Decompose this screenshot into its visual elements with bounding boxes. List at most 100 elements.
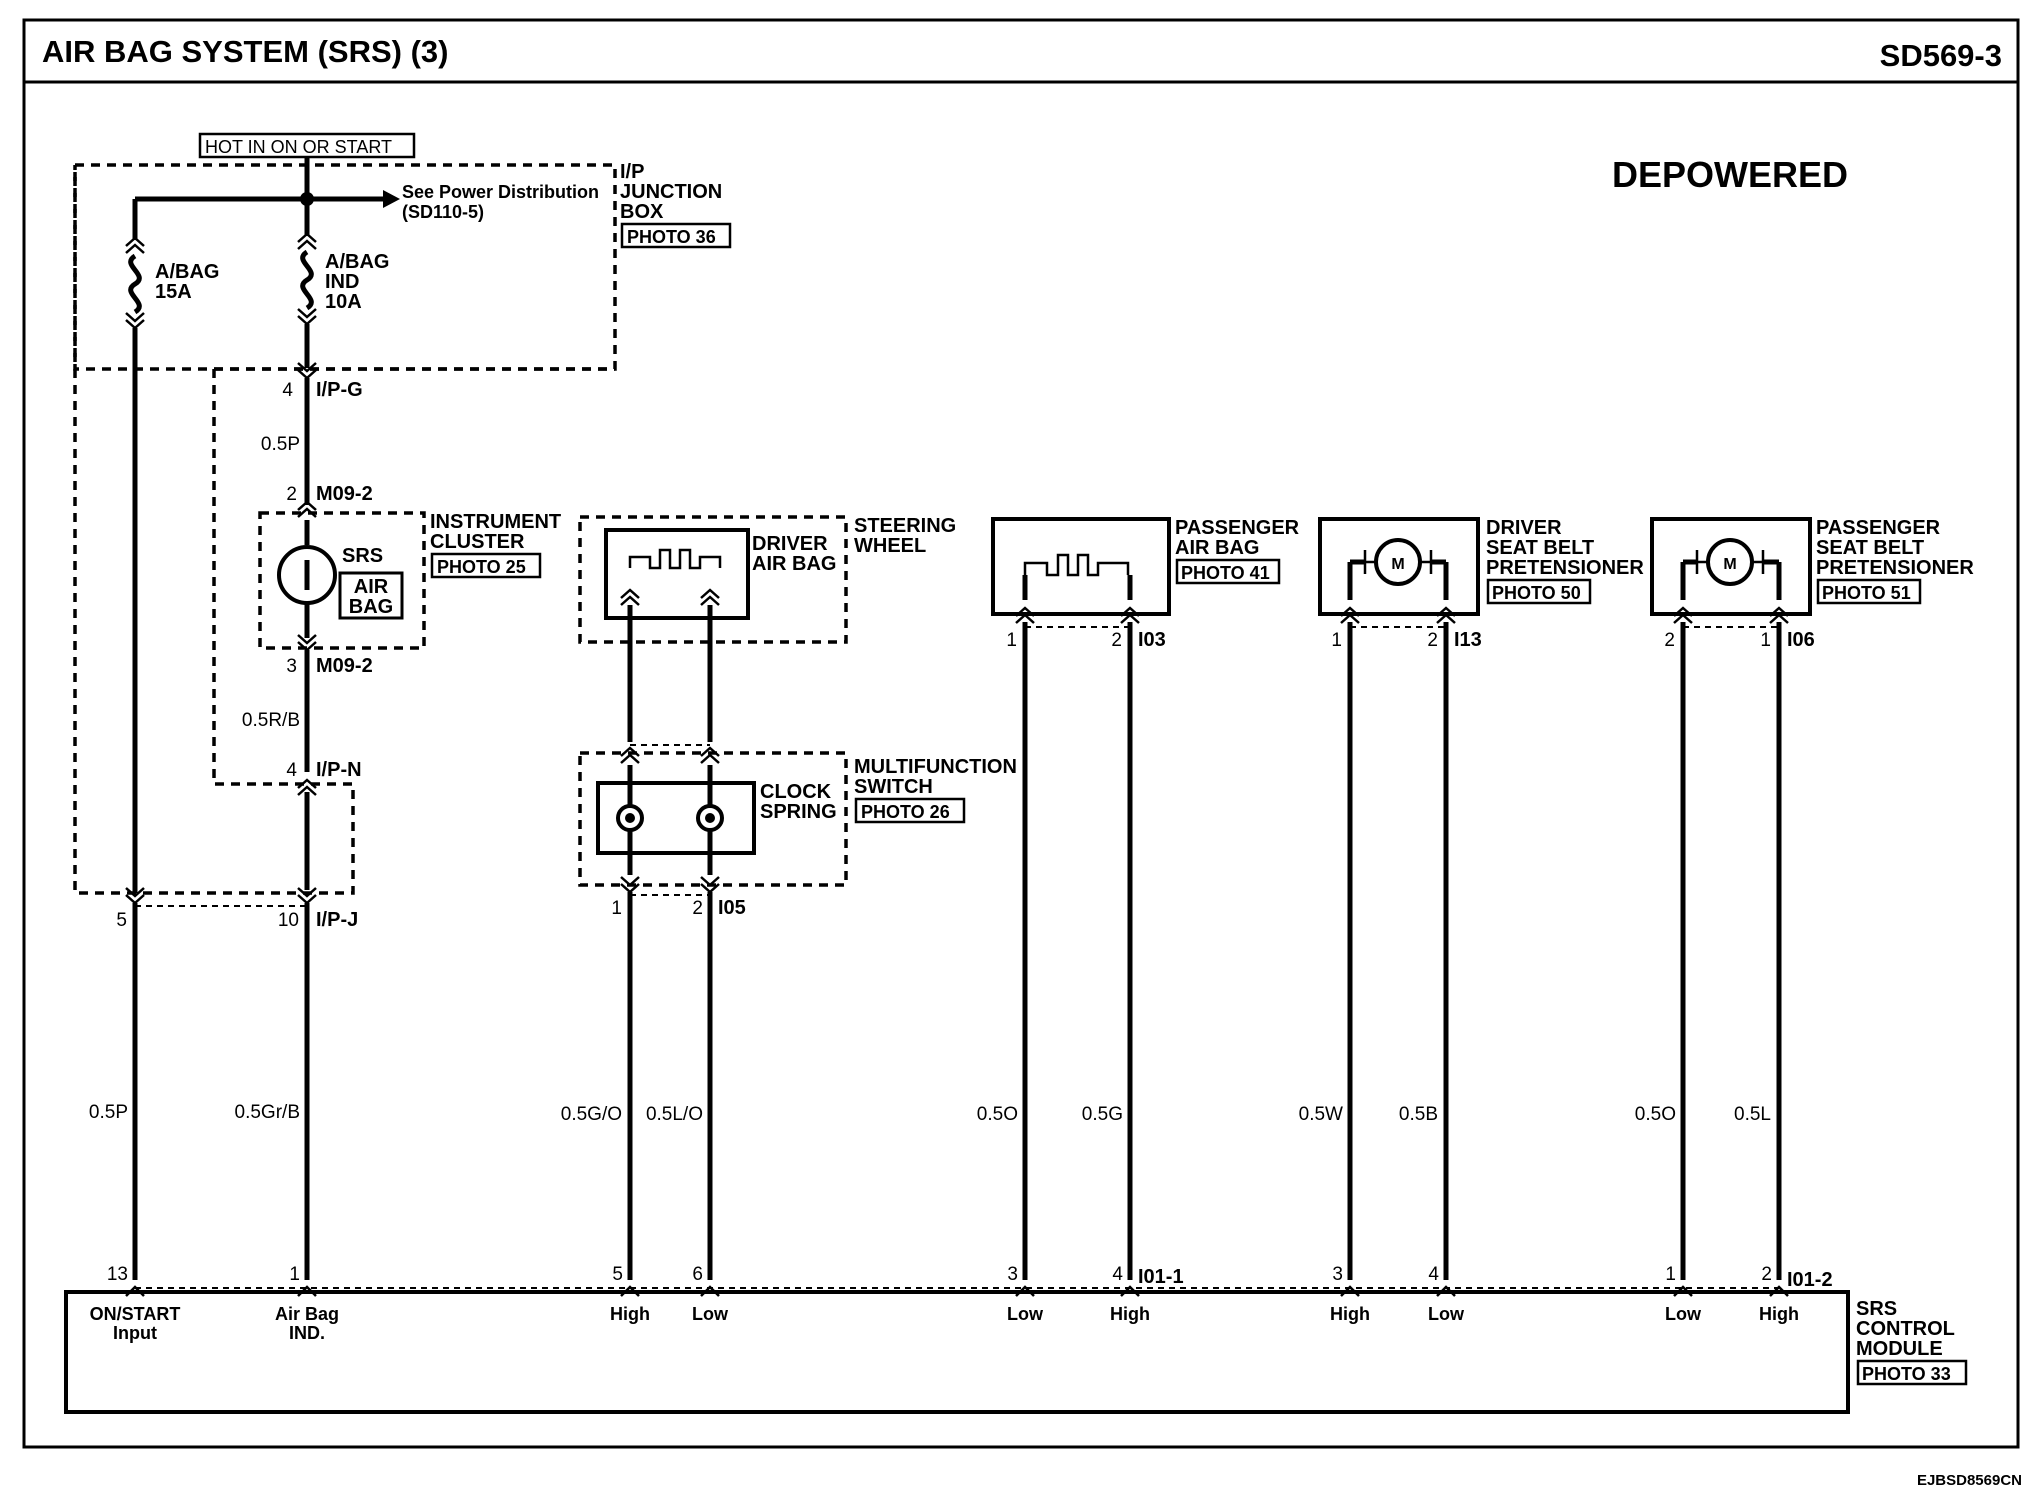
wire-dpt-low: 0.5B [1399,1104,1438,1125]
wire-on-start: 0.5P [89,1102,128,1123]
connector-ipn-name: I/P-N [316,759,362,781]
connector-i06-pin-a: 2 [1664,630,1675,651]
connector-i13-pin-a: 1 [1331,630,1342,651]
svg-text:PHOTO 41: PHOTO 41 [1181,563,1270,583]
wire-ppt-high: 0.5L [1734,1104,1771,1125]
connector-i05-pin-b: 2 [692,898,703,919]
svg-text:DRIVER: DRIVER [1486,517,1562,539]
control-module-pin-label: Low [1428,1304,1465,1324]
arrow-right-icon [383,190,400,208]
svg-text:CLOCK: CLOCK [760,781,832,803]
wire-driver-low: 0.5L/O [646,1104,703,1125]
svg-text:PHOTO 26: PHOTO 26 [861,802,950,822]
instrument-cluster: 2 M09-2 SRS AIR BAG 3 M09-2 INSTRUMENT C… [258,483,561,677]
control-module-pin-number: 3 [1007,1264,1018,1285]
svg-text:SRS: SRS [342,545,383,567]
control-module-pin-number: 4 [1112,1264,1123,1285]
control-module-pin-number: 13 [107,1264,128,1285]
footer-code: EJBSD8569CN [1917,1472,2022,1489]
wire-driver-high: 0.5G/O [561,1104,622,1125]
svg-text:PASSENGER: PASSENGER [1175,517,1300,539]
connector-i06-pin-b: 1 [1760,630,1771,651]
junction-box-border-lower [73,165,355,895]
svg-text:10A: 10A [325,291,362,313]
fuse-abag-15a: A/BAG 15A [124,199,219,893]
control-module-pin-label: Low [1007,1304,1044,1324]
see-power-ref-code: (SD110-5) [402,202,484,222]
svg-text:AIR BAG: AIR BAG [1175,537,1259,559]
airbag-squib-icon [1023,553,1130,577]
svg-text:AIR BAG: AIR BAG [752,553,836,575]
control-module-pin-number: 6 [692,1264,703,1285]
control-module-pin-label: High [1330,1304,1370,1324]
connector-ipj-pin-a: 5 [116,910,127,931]
svg-text:CONTROL: CONTROL [1856,1318,1955,1340]
mode-label: DEPOWERED [1612,154,1848,195]
svg-text:3: 3 [286,656,297,677]
svg-text:SRS: SRS [1856,1298,1897,1320]
svg-text:A/BAG: A/BAG [155,261,219,283]
multifunction-switch: CLOCK SPRING MULTIFUNCTION SWITCH PHOTO … [578,744,1017,887]
svg-text:JUNCTION: JUNCTION [620,181,722,203]
svg-text:CLUSTER: CLUSTER [430,531,525,553]
wire-airbag-ind: 0.5Gr/B [235,1102,300,1123]
svg-text:PHOTO 51: PHOTO 51 [1822,583,1911,603]
svg-text:MODULE: MODULE [1856,1338,1943,1360]
svg-text:M09-2: M09-2 [316,483,373,505]
svg-text:M: M [1391,556,1404,573]
svg-text:15A: 15A [155,281,192,303]
fuse-abag-ind-10a: A/BAG IND 10A [296,199,389,368]
svg-text:AIR: AIR [354,576,389,598]
wire-m09-ipn: 0.5R/B [242,710,300,731]
connector-ipj-name: I/P-J [316,909,358,931]
svg-text:SPRING: SPRING [760,801,837,823]
svg-text:PHOTO 50: PHOTO 50 [1492,583,1581,603]
passenger-air-bag: PASSENGER AIR BAG PHOTO 41 [991,517,1300,625]
svg-text:STEERING: STEERING [854,515,956,537]
wire-ipg-m09: 0.5P [261,434,300,455]
svg-text:SWITCH: SWITCH [854,776,933,798]
svg-text:PRETENSIONER: PRETENSIONER [1486,557,1644,579]
see-power-ref: See Power Distribution [402,182,599,202]
svg-text:SEAT BELT: SEAT BELT [1816,537,1924,559]
connector-i13-pin-b: 2 [1427,630,1438,651]
svg-text:M: M [1723,556,1736,573]
connector-i03-name: I03 [1138,629,1166,651]
svg-text:PHOTO 33: PHOTO 33 [1862,1364,1951,1384]
svg-text:PHOTO 25: PHOTO 25 [437,557,526,577]
connector-i05-pin-a: 1 [611,898,622,919]
connector-i05-name: I05 [718,897,746,919]
wire-pab-high: 0.5G [1082,1104,1123,1125]
connector-ipg-name: I/P-G [316,379,363,401]
junction-box-label: I/P JUNCTION BOX PHOTO 36 [620,161,732,249]
connector-ipj-pin-b: 10 [278,910,299,931]
page-title: AIR BAG SYSTEM (SRS) (3) [42,34,448,69]
connector-i03-pin-b: 2 [1111,630,1122,651]
steering-wheel: DRIVER AIR BAG STEERING WHEEL [578,515,956,644]
svg-text:A/BAG: A/BAG [325,251,389,273]
svg-text:HOT IN ON OR START: HOT IN ON OR START [205,137,392,157]
svg-text:MULTIFUNCTION: MULTIFUNCTION [854,756,1017,778]
connector-i06-name: I06 [1787,629,1815,651]
control-module-pin-number: 5 [612,1264,623,1285]
svg-text:BAG: BAG [349,596,393,618]
wire-pab-low: 0.5O [977,1104,1018,1125]
svg-text:IND: IND [325,271,359,293]
driver-seat-belt-pretensioner: M DRIVER SEAT BELT PRETENSIONER PHOTO 50 [1318,517,1644,625]
svg-text:M09-2: M09-2 [316,655,373,677]
page-frame [22,18,2020,1449]
control-module-pin-label: ON/START [90,1304,181,1324]
connector-ipn-pin: 4 [286,760,297,781]
control-module-pin-number: 3 [1332,1264,1343,1285]
control-module-pin-label: Low [1665,1304,1702,1324]
svg-text:SEAT BELT: SEAT BELT [1486,537,1594,559]
